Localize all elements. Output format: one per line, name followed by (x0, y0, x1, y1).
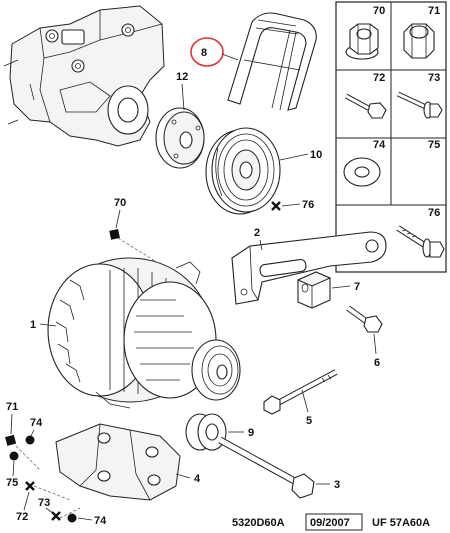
lower-bracket (55, 423, 181, 501)
callout-label-7: 7 (354, 281, 360, 293)
legend-label-71: 71 (428, 5, 440, 17)
long-bolt-icon (396, 225, 445, 258)
legend-cell-74: 74 (343, 139, 386, 187)
drive-belt (227, 12, 317, 111)
callout-label-75: 75 (6, 477, 18, 489)
bolt-5 (263, 369, 338, 415)
footer-date: 09/2007 (310, 517, 350, 529)
callout-label-4: 4 (194, 473, 201, 485)
bolt-3 (218, 436, 315, 499)
callout-8-highlight[interactable]: 8 (190, 37, 239, 67)
pump-pulley (205, 127, 281, 215)
callout-label-2: 2 (254, 227, 260, 239)
highlight-ring (190, 37, 224, 67)
footer-ref-code: 5320D60A (232, 517, 285, 529)
legend-label-70: 70 (373, 5, 385, 17)
tensioner-pulley (185, 413, 227, 451)
legend-label-74: 74 (373, 139, 386, 151)
mounting-bracket (231, 231, 387, 305)
callout-label-5: 5 (306, 415, 312, 427)
callout-label-74a: 74 (30, 417, 43, 429)
marker-cross-76 (271, 201, 281, 211)
callout-label-74b: 74 (94, 515, 107, 527)
legend-label-76: 76 (428, 207, 440, 219)
flanged-nut-icon (345, 23, 379, 60)
marker-dot-74a (25, 435, 35, 445)
hex-nut-icon (403, 23, 435, 59)
callout-label-9: 9 (248, 427, 254, 439)
spacer-block (296, 271, 332, 309)
fastener-markers (5, 201, 281, 523)
marker-dot-75 (9, 451, 19, 461)
hex-bolt-icon (344, 93, 387, 119)
legend-cell-76: 76 (396, 207, 445, 258)
legend-cell-75: 75 (402, 139, 440, 182)
callout-label-6: 6 (374, 357, 380, 369)
washer-bolt-icon (396, 91, 443, 119)
callout-label-76: 76 (302, 199, 314, 211)
callout-labels: 12 10 76 70 2 7 1 6 5 9 4 3 71 74 75 73 (6, 71, 380, 527)
legend-cell-73: 73 (396, 72, 443, 119)
footer-uf-code: UF 57A60A (372, 517, 430, 529)
legend-label-75: 75 (428, 139, 440, 151)
callout-label-8: 8 (201, 47, 207, 59)
footer: 5320D60A 09/2007 UF 57A60A (232, 513, 430, 531)
callout-label-10: 10 (310, 149, 322, 161)
callout-label-3: 3 (334, 479, 340, 491)
marker-square-71 (5, 434, 17, 446)
callout-label-1: 1 (30, 319, 36, 331)
callout-label-70: 70 (114, 197, 126, 209)
alternator (47, 229, 241, 409)
legend-label-73: 73 (428, 72, 440, 84)
bolt-6 (346, 305, 383, 333)
marker-dot-74b (67, 513, 77, 523)
flat-washer-icon (343, 157, 381, 187)
pump-hub-flange (155, 107, 205, 169)
marker-cross-72 (25, 481, 35, 491)
callout-label-73: 73 (38, 497, 50, 509)
legend-cell-70: 70 (345, 5, 385, 60)
legend-cell-71: 71 (403, 5, 440, 59)
footer-date-box (305, 513, 363, 531)
lock-washer-icon (402, 159, 434, 182)
legend-label-72: 72 (373, 72, 385, 84)
callout-label-71: 71 (6, 401, 18, 413)
steering-pump (3, 5, 165, 147)
callout-label-12: 12 (176, 71, 188, 83)
callout-label-72: 72 (16, 511, 28, 523)
legend-cell-72: 72 (344, 72, 387, 119)
